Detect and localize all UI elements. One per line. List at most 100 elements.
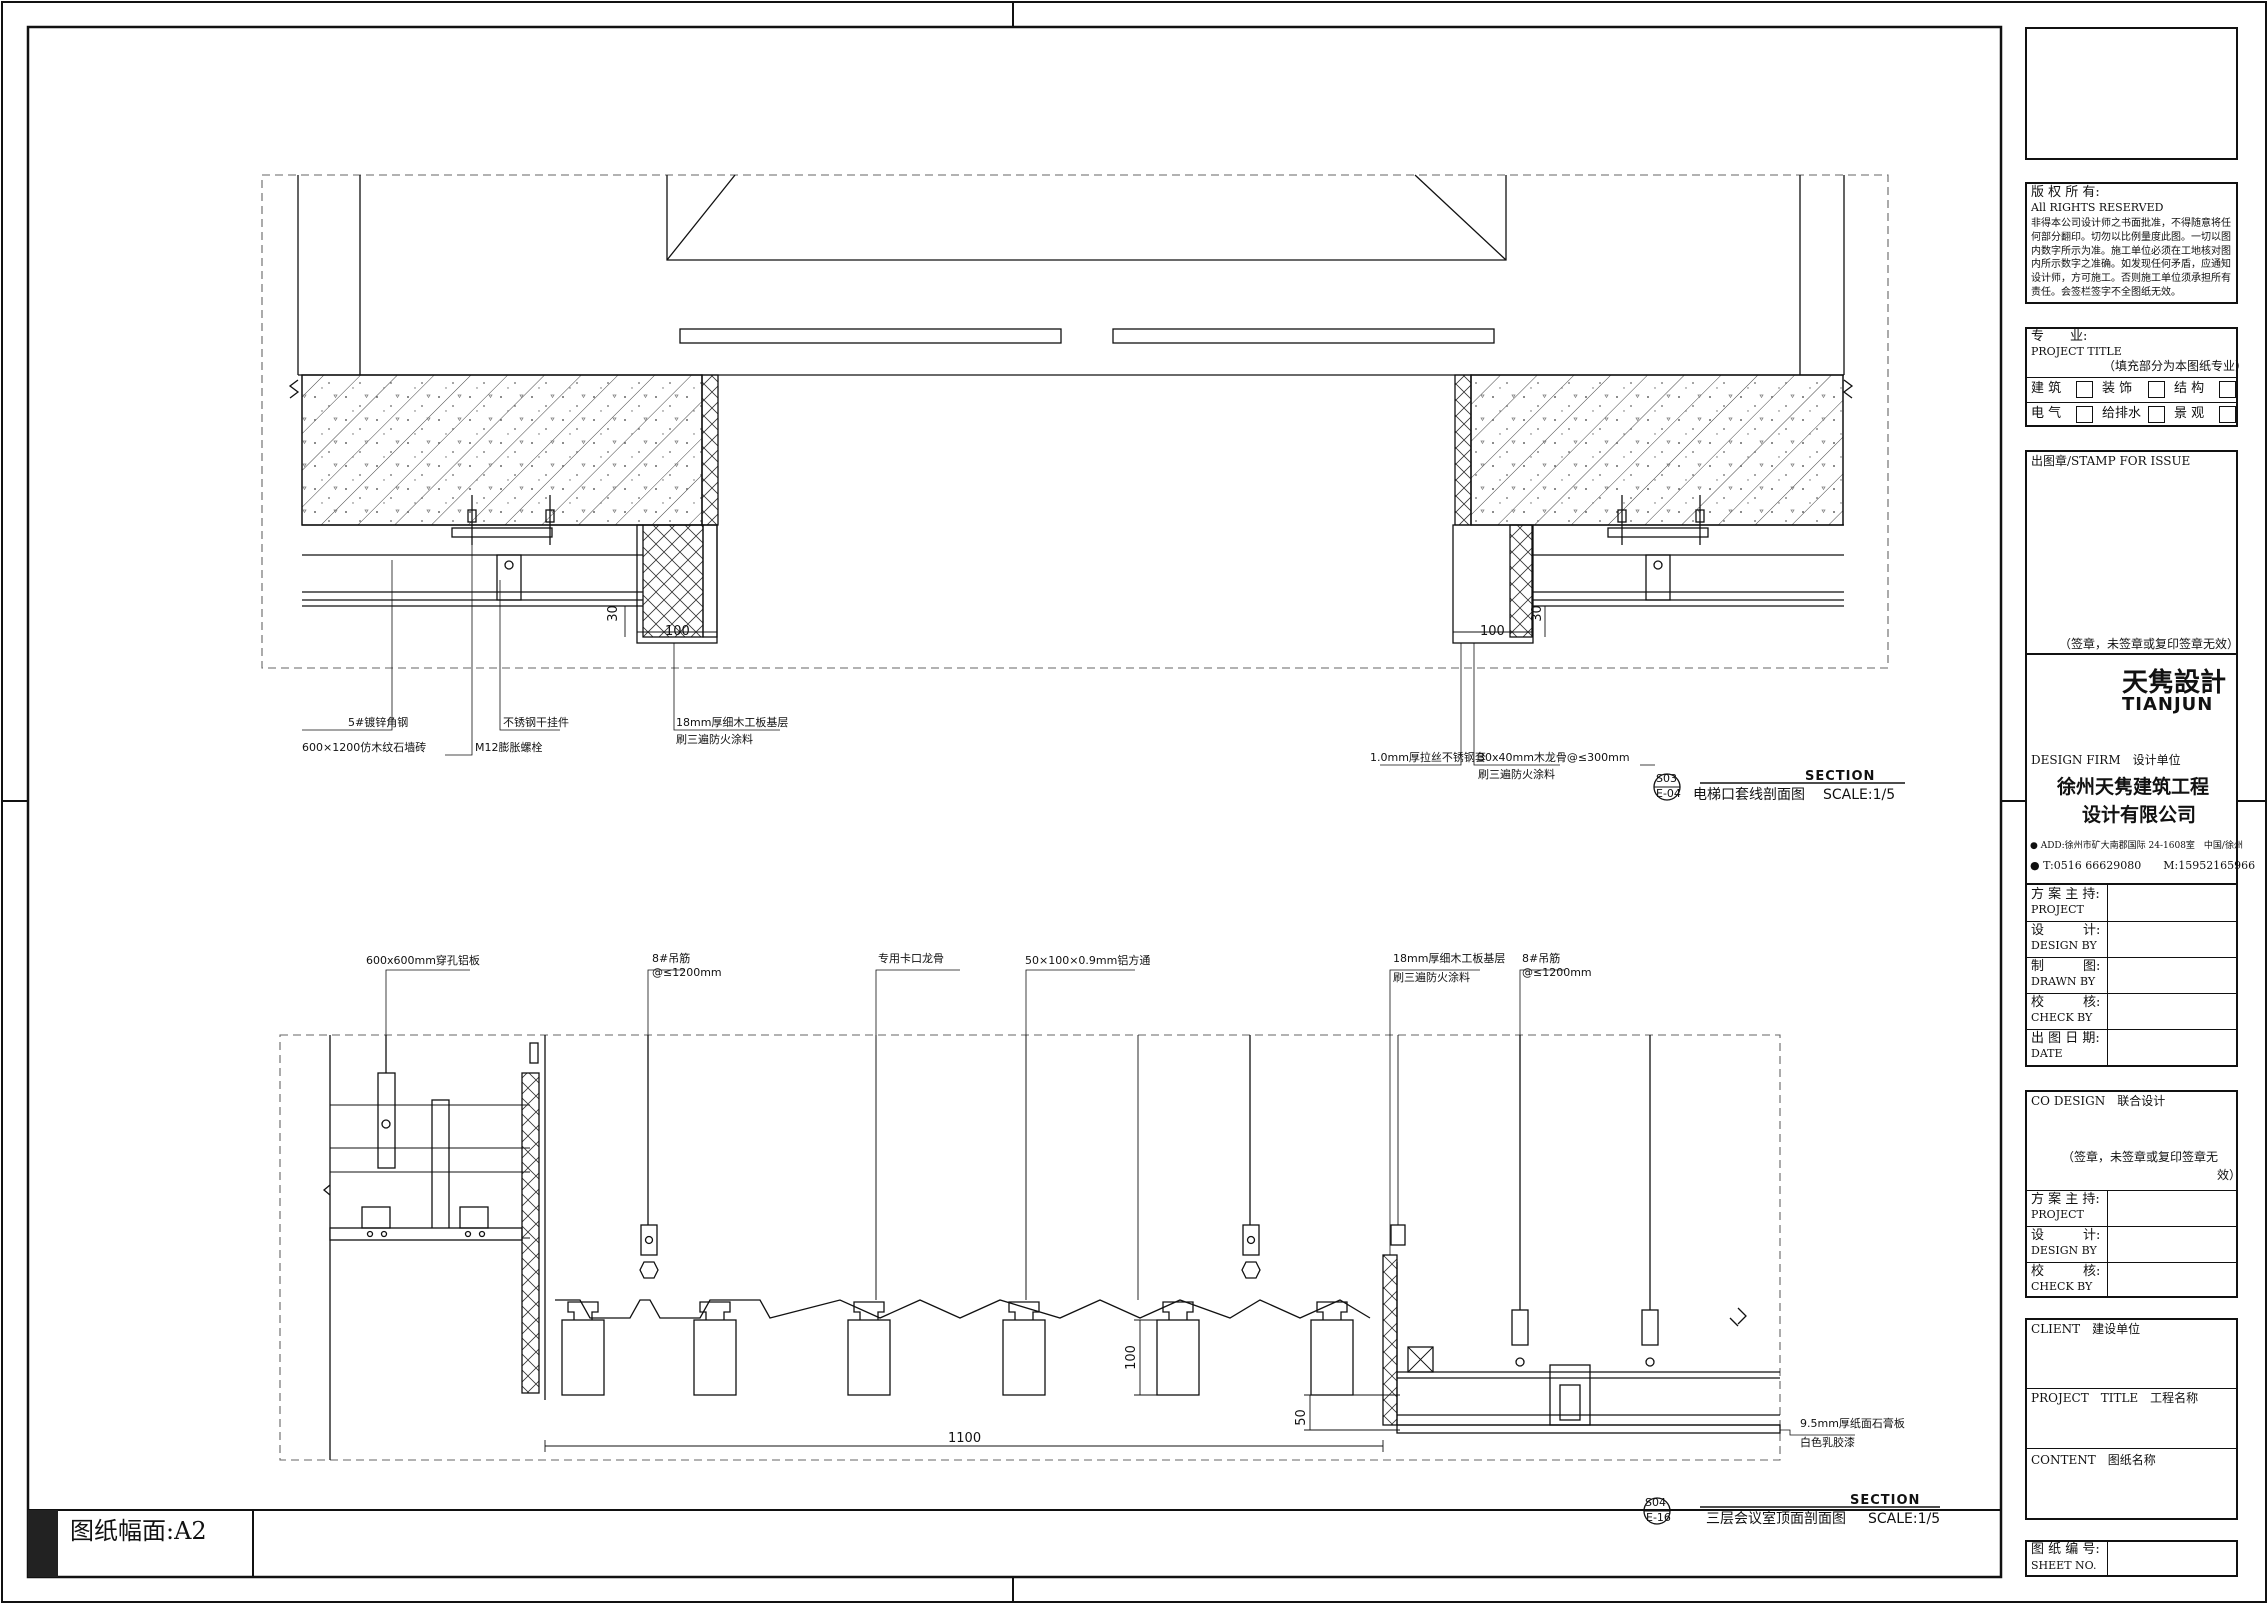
firm-tel: ● T:0516 66629080 M:15952165966 (2030, 859, 2256, 872)
sig-check-en: CHECK BY (2031, 1011, 2093, 1024)
discipline-plumbing-checkbox[interactable] (2148, 406, 2165, 423)
d2-section-word: SECTION (1850, 1493, 1921, 1508)
drawing-2-ceiling-section (279, 969, 1940, 1525)
co-design-label: CO DESIGN 联合设计 (2031, 1094, 2166, 1108)
sig-design-cn: 设 计: (2031, 923, 2101, 938)
co-design-cn: 设 计: (2031, 1228, 2101, 1243)
copyright-en: All RIGHTS RESERVED (2031, 201, 2164, 214)
d2-dim-100: 100 (1123, 1345, 1139, 1370)
d1-label-fireproof-paint-2: 刷三遍防火涂料 (1478, 768, 1555, 781)
d1-label-stainless-trim: 1.0mm厚拉丝不锈钢套 (1370, 751, 1486, 764)
d2-label-hanger-1: 8#吊筋 (652, 952, 691, 965)
co-check-cn: 校 核: (2031, 1264, 2101, 1279)
copyright-text: 非得本公司设计师之书面批准，不得随意将任何部分翻印。切勿以比例量度此图。一切以图… (2031, 218, 2231, 298)
d1-label-steel-bracket: 不锈钢干挂件 (503, 716, 569, 729)
d1-label-expansion-bolt: M12膨胀螺栓 (475, 741, 543, 754)
tb-copyright: 版 权 所 有: All RIGHTS RESERVED 非得本公司设计师之书面… (2025, 182, 2238, 304)
tb-co-design: CO DESIGN 联合设计 （签章，未签章或复印签章无 效） 方 案 主 持:… (2025, 1090, 2242, 1298)
discipline-landscape-checkbox[interactable] (2219, 406, 2236, 423)
sig-project-cn: 方 案 主 持: (2031, 887, 2100, 902)
d2-title: 三层会议室顶面剖面图 (1706, 1511, 1846, 1527)
discipline-architecture-checkbox[interactable] (2076, 381, 2093, 398)
d2-label-hanger-2: 8#吊筋 (1522, 952, 1561, 965)
d2-callout-code: S04 (1645, 1496, 1666, 1509)
d2-dim-1100: 1100 (948, 1431, 982, 1446)
discipline-electrical-checkbox[interactable] (2076, 406, 2093, 423)
stamp-label: 出图章/STAMP FOR ISSUE (2031, 454, 2191, 468)
d1-section-word: SECTION (1805, 769, 1876, 784)
d1-callout-code: S03 (1656, 772, 1677, 785)
logo-en: TIANJUN (2122, 694, 2214, 715)
logo-cn: 天隽設計 (2122, 668, 2227, 698)
d2-label-latex-paint: 白色乳胶漆 (1800, 1436, 1855, 1449)
sheet-no-cn: 图 纸 编 号: (2031, 1542, 2100, 1557)
tb-client-project: CLIENT 建设单位 PROJECT TITLE 工程名称 CONTENT 图… (2025, 1318, 2238, 1520)
d2-label-plywood-base: 18mm厚细木工板基层 (1393, 952, 1506, 965)
co-project-en: PROJECT (2031, 1208, 2084, 1221)
discipline-structure: 结 构 (2174, 381, 2205, 396)
d1-title: 电梯口套线剖面图 (1693, 787, 1805, 803)
aluminium-baffles (561, 1301, 1354, 1396)
copyright-title: 版 权 所 有: (2031, 185, 2100, 200)
discipline-plumbing: 给排水 (2102, 406, 2142, 421)
drawing-1-elevator-trim-section (261, 174, 1905, 801)
d2-callout-ref: E-16 (1646, 1511, 1671, 1524)
discipline-structure-checkbox[interactable] (2219, 381, 2236, 398)
sheet-no-en: SHEET NO. (2031, 1559, 2097, 1572)
format-strip-bar (28, 1510, 58, 1577)
client-label: CLIENT 建设单位 (2031, 1322, 2141, 1336)
d1-dim-30-right: 30 (1529, 605, 1545, 622)
d1-scale: SCALE:1/5 (1823, 787, 1896, 803)
co-project-cn: 方 案 主 持: (2031, 1192, 2100, 1207)
discipline-electrical: 电 气 (2031, 406, 2062, 421)
d1-dim-100-right: 100 (1480, 624, 1505, 639)
co-design-en: DESIGN BY (2031, 1244, 2097, 1257)
d2-label-hanger-2-spacing: @≤1200mm (1522, 966, 1592, 979)
logo-sub: BUILDING DESIGN (2123, 714, 2214, 724)
d1-dim-30-left: 30 (605, 605, 621, 622)
discipline-landscape: 景 观 (2174, 406, 2205, 421)
firm-name-2: 设计有限公司 (2082, 804, 2197, 826)
content-label: CONTENT 图纸名称 (2031, 1453, 2156, 1467)
sig-date-cn: 出 图 日 期: (2031, 1031, 2100, 1046)
design-firm-label: DESIGN FIRM 设计单位 (2031, 753, 2181, 767)
sig-design-en: DESIGN BY (2031, 939, 2097, 952)
d2-label-perforated-panel: 600x600mm穿孔铝板 (366, 954, 480, 967)
co-check-en: CHECK BY (2031, 1280, 2093, 1293)
tb-top-empty (2025, 27, 2238, 160)
sig-drawn-cn: 制 图: (2031, 959, 2101, 974)
d2-label-clip-keel: 专用卡口龙骨 (878, 952, 944, 965)
tb-sheet-no: 图 纸 编 号: SHEET NO. (2025, 1540, 2238, 1577)
d1-label-wood-keel: 30x40mm木龙骨@≤300mm (1478, 751, 1630, 764)
d1-dim-100-left: 100 (665, 624, 690, 639)
firm-name-1: 徐州天隽建筑工程 (2057, 776, 2210, 798)
sig-check-cn: 校 核: (2031, 995, 2101, 1010)
tb-stamp: 出图章/STAMP FOR ISSUE （签章，未签章或复印签章无效） (2025, 450, 2240, 655)
co-design-note-2: 效） (2217, 1168, 2242, 1182)
d1-label-fireproof-paint: 刷三遍防火涂料 (676, 733, 753, 746)
d2-label-aluminium-tube: 50×100×0.9mm铝方通 (1025, 954, 1151, 967)
stamp-note: （签章，未签章或复印签章无效） (2059, 637, 2240, 651)
d1-callout-ref: E-04 (1656, 787, 1681, 800)
tb-firm: 天隽設計 TIANJUN BUILDING DESIGN DESIGN FIRM… (2025, 655, 2255, 885)
d1-label-wall-tile: 600×1200仿木纹石墙砖 (302, 741, 427, 754)
d2-label-hanger-1-spacing: @≤1200mm (652, 966, 722, 979)
d2-scale: SCALE:1/5 (1868, 1511, 1941, 1527)
co-design-note-1: （签章，未签章或复印签章无 (2062, 1150, 2219, 1164)
sig-date-en: DATE (2031, 1047, 2063, 1060)
d2-label-fireproof-paint: 刷三遍防火涂料 (1393, 971, 1470, 984)
tb-signatures: 方 案 主 持: PROJECT 设 计: DESIGN BY 制 图: DRA… (2025, 885, 2238, 1067)
discipline-architecture: 建 筑 (2031, 381, 2062, 396)
discipline-decoration-checkbox[interactable] (2148, 381, 2165, 398)
d2-dim-50: 50 (1293, 1409, 1309, 1426)
d1-label-plywood-base: 18mm厚细木工板基层 (676, 716, 789, 729)
tb-discipline: 专 业: PROJECT TITLE （填充部分为本图纸专业） 建 筑 装 饰 … (2025, 327, 2247, 427)
sig-project-en: PROJECT (2031, 903, 2084, 916)
detail-boundary-1 (261, 174, 1889, 669)
d1-label-angle-steel: 5#镀锌角钢 (348, 716, 409, 729)
project-title-label: PROJECT TITLE 工程名称 (2031, 1391, 2199, 1405)
sheet-format-label: 图纸幅面:A2 (70, 1517, 207, 1545)
sig-drawn-en: DRAWN BY (2031, 975, 2096, 988)
